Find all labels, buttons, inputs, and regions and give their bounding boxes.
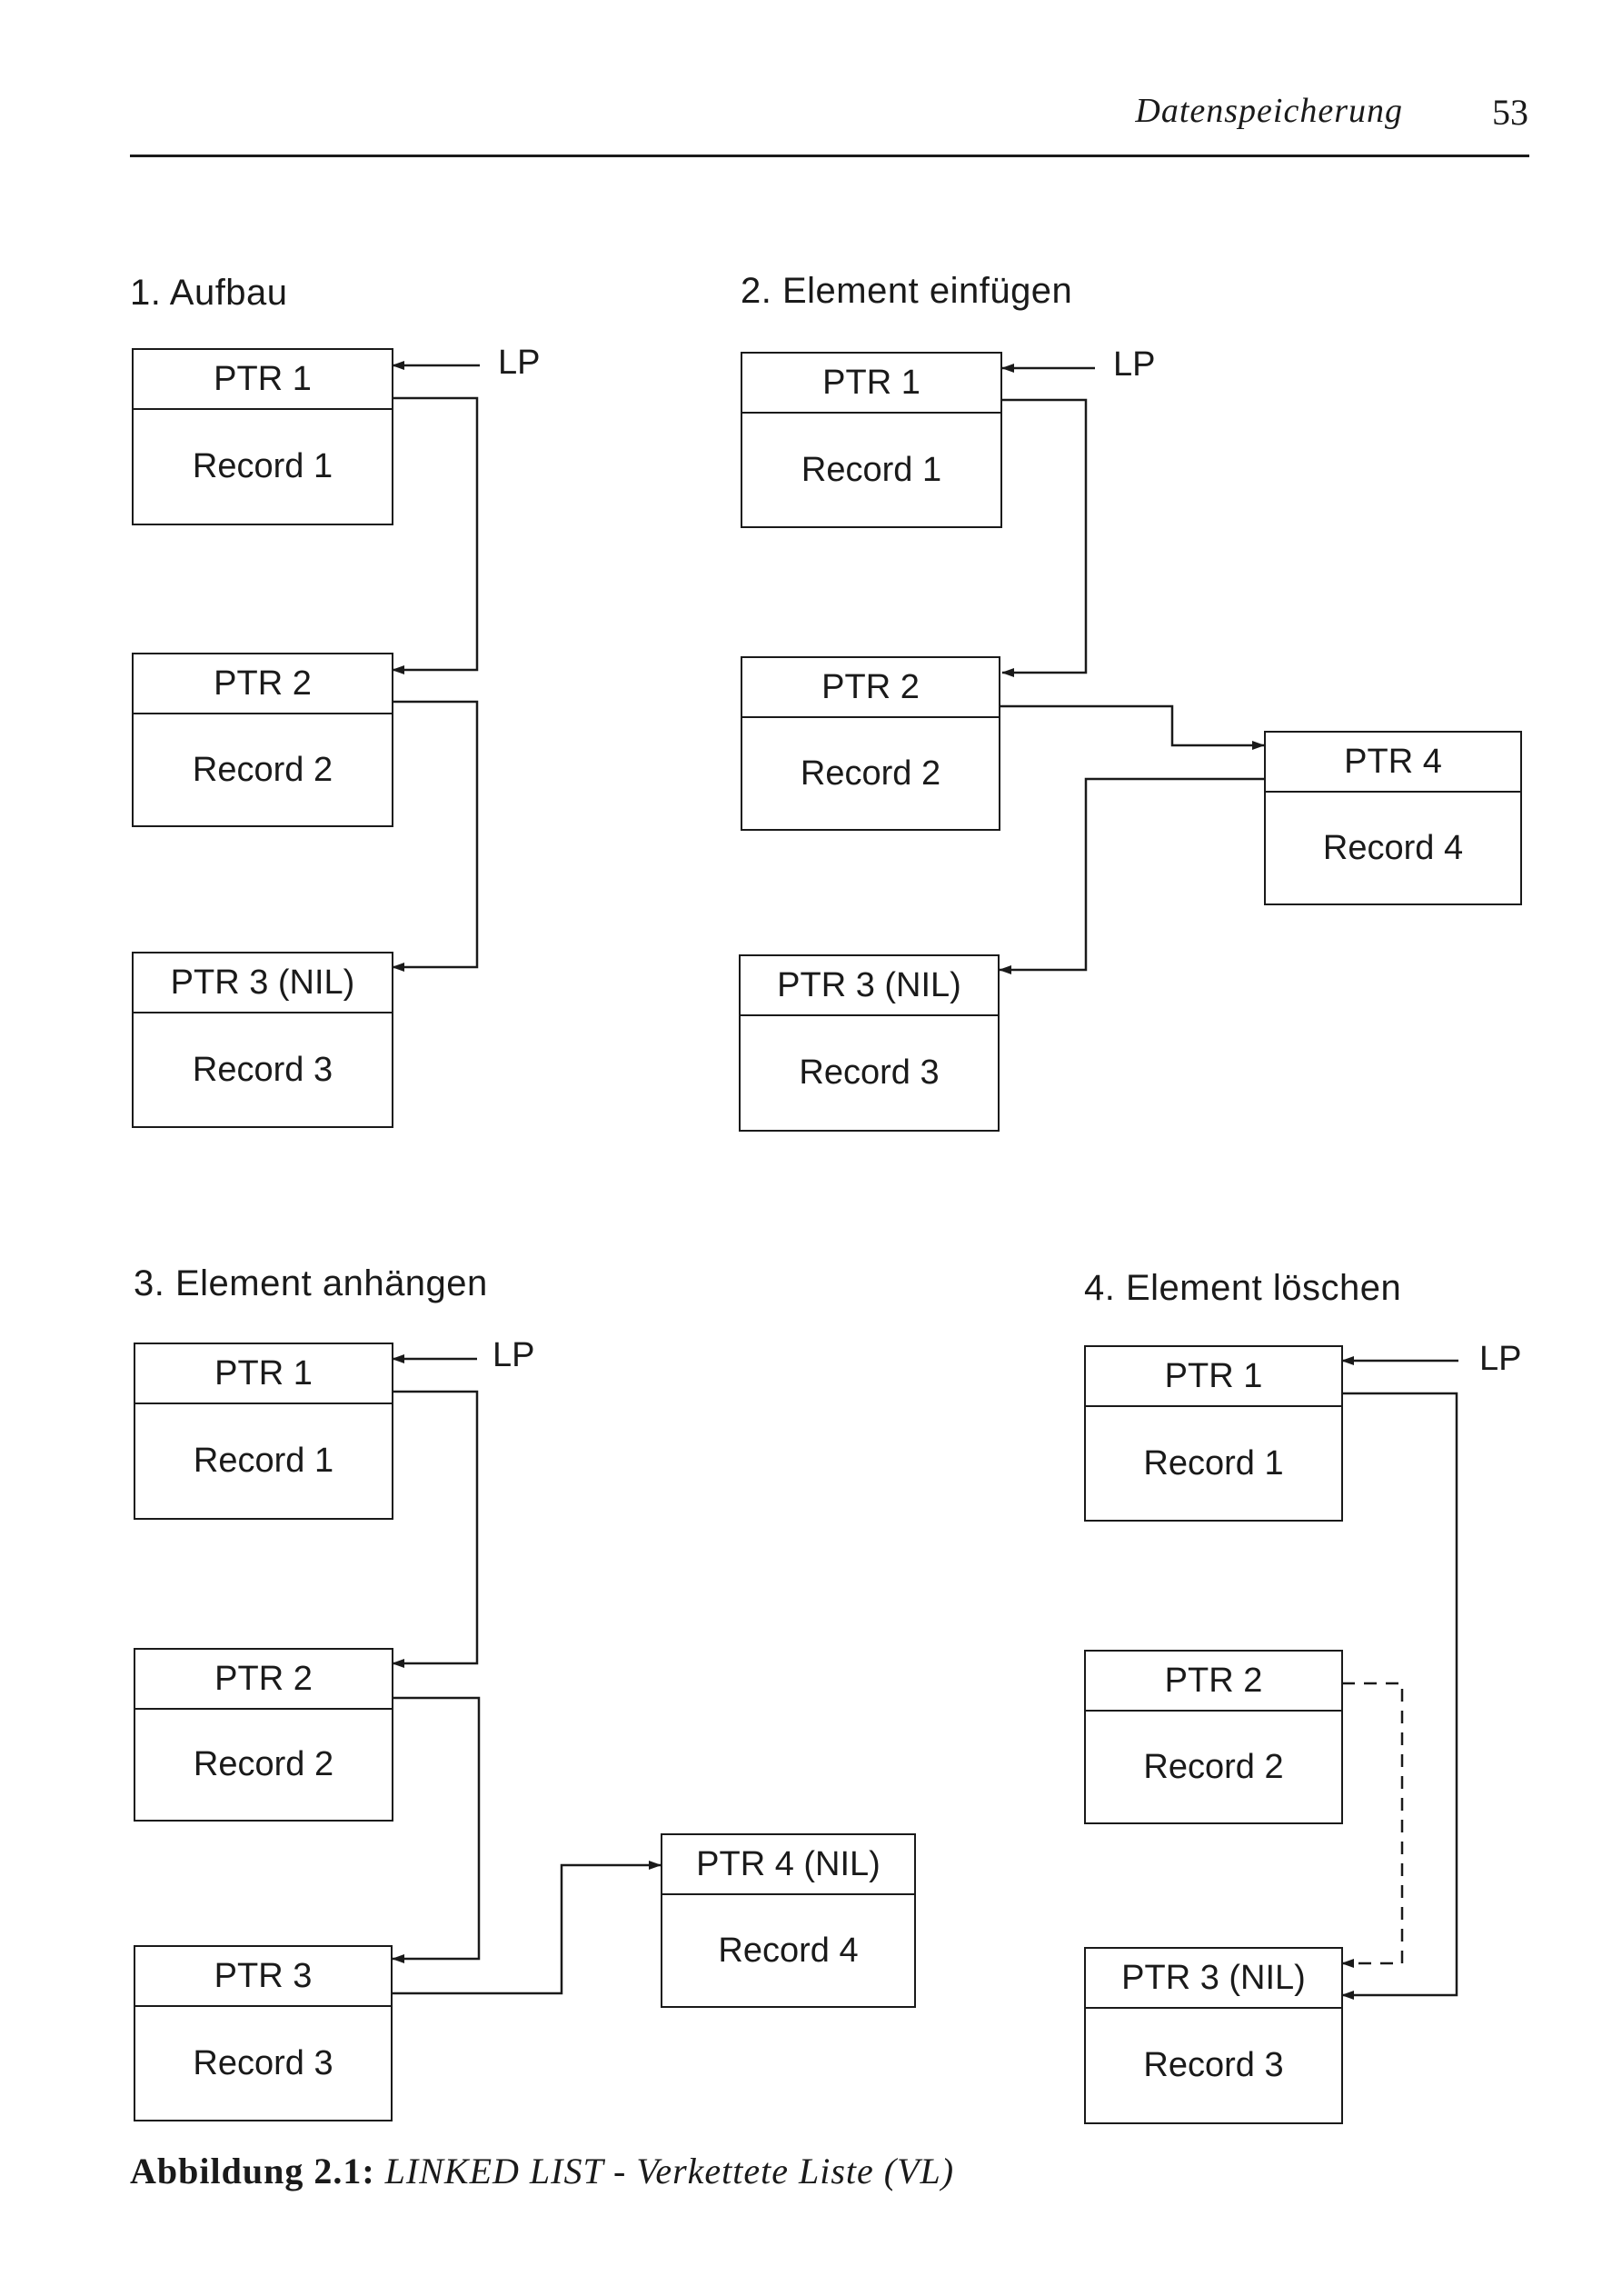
pointer-field: PTR 2 bbox=[135, 1650, 392, 1710]
pointer-field: PTR 1 bbox=[1086, 1347, 1341, 1407]
list-node-4: PTR 4 Record 4 bbox=[1264, 731, 1522, 905]
record-field: Record 3 bbox=[799, 1053, 940, 1092]
record-field: Record 1 bbox=[193, 1442, 334, 1480]
s3-ptr2-to-ptr3 bbox=[392, 1696, 481, 1963]
s4-ptr2-to-ptr3-dashed bbox=[1341, 1682, 1404, 1968]
section-title-anhaengen: 3. Element anhängen bbox=[134, 1263, 488, 1303]
section-title-einfuegen: 2. Element einfügen bbox=[741, 271, 1073, 311]
pointer-field: PTR 1 bbox=[134, 350, 392, 410]
pointer-field: PTR 1 bbox=[135, 1344, 392, 1404]
pointer-field: PTR 4 bbox=[1266, 733, 1520, 793]
record-field: Record 1 bbox=[1143, 1443, 1284, 1482]
list-node-4: PTR 4 (NIL) Record 4 bbox=[661, 1833, 916, 2008]
record-field: Record 2 bbox=[1143, 1747, 1284, 1786]
pointer-field: PTR 2 bbox=[742, 658, 999, 718]
record-field: Record 4 bbox=[1322, 828, 1464, 867]
s1-ptr1-to-ptr2 bbox=[392, 396, 479, 674]
list-node-3: PTR 3 Record 3 bbox=[134, 1945, 393, 2121]
pointer-field: PTR 1 bbox=[742, 354, 1000, 414]
pointer-field: PTR 3 (NIL) bbox=[1086, 1949, 1341, 2009]
list-node-2: PTR 2 Record 2 bbox=[134, 1648, 393, 1822]
s3-ptr1-to-ptr2 bbox=[392, 1390, 479, 1668]
section-title-aufbau: 1. Aufbau bbox=[130, 273, 288, 313]
pointer-field: PTR 3 (NIL) bbox=[134, 953, 392, 1013]
list-node-2: PTR 2 Record 2 bbox=[132, 653, 393, 827]
lp-label: LP bbox=[1479, 1340, 1522, 1378]
s4-ptr1-to-ptr3 bbox=[1341, 1392, 1458, 2000]
record-field: Record 2 bbox=[800, 754, 941, 793]
header-rule bbox=[130, 155, 1529, 157]
list-node-3: PTR 3 (NIL) Record 3 bbox=[739, 954, 1000, 1132]
figure-caption-label: Abbildung 2.1: bbox=[130, 2151, 375, 2191]
page-number: 53 bbox=[1492, 92, 1528, 133]
running-header-title: Datenspeicherung bbox=[1135, 92, 1403, 130]
lp-label: LP bbox=[1113, 345, 1156, 384]
record-field: Record 1 bbox=[192, 447, 333, 485]
section-title-loeschen: 4. Element löschen bbox=[1084, 1268, 1402, 1308]
list-node-1: PTR 1 Record 1 bbox=[132, 348, 393, 525]
figure-caption-text: LINKED LIST - Verkettete Liste (VL) bbox=[384, 2151, 955, 2191]
list-node-3: PTR 3 (NIL) Record 3 bbox=[1084, 1947, 1343, 2124]
list-node-1: PTR 1 Record 1 bbox=[1084, 1345, 1343, 1522]
record-field: Record 2 bbox=[192, 750, 333, 789]
lp-label: LP bbox=[498, 344, 541, 382]
record-field: Record 3 bbox=[1143, 2046, 1284, 2084]
s2-ptr2-to-ptr4 bbox=[1000, 704, 1265, 750]
lp-label: LP bbox=[493, 1336, 535, 1374]
pointer-field: PTR 2 bbox=[134, 654, 392, 714]
s1-ptr2-to-ptr3 bbox=[392, 700, 479, 972]
pointer-field: PTR 2 bbox=[1086, 1652, 1341, 1712]
record-field: Record 2 bbox=[193, 1745, 334, 1783]
list-node-1: PTR 1 Record 1 bbox=[134, 1343, 393, 1520]
record-field: Record 4 bbox=[718, 1931, 859, 1970]
pointer-field: PTR 3 bbox=[135, 1947, 391, 2007]
list-node-2: PTR 2 Record 2 bbox=[1084, 1650, 1343, 1824]
s2-ptr1-to-ptr2 bbox=[1000, 398, 1088, 677]
s2-ptr4-to-ptr3 bbox=[999, 777, 1264, 974]
list-node-2: PTR 2 Record 2 bbox=[741, 656, 1000, 831]
s3-ptr3-to-ptr4 bbox=[393, 1861, 662, 1995]
list-node-3: PTR 3 (NIL) Record 3 bbox=[132, 952, 393, 1128]
figure-caption: Abbildung 2.1: LINKED LIST - Verkettete … bbox=[130, 2150, 954, 2192]
pointer-field: PTR 3 (NIL) bbox=[741, 956, 998, 1016]
record-field: Record 3 bbox=[192, 1050, 333, 1089]
record-field: Record 3 bbox=[193, 2043, 333, 2082]
pointer-field: PTR 4 (NIL) bbox=[662, 1835, 914, 1895]
list-node-1: PTR 1 Record 1 bbox=[741, 352, 1002, 528]
record-field: Record 1 bbox=[801, 450, 942, 489]
